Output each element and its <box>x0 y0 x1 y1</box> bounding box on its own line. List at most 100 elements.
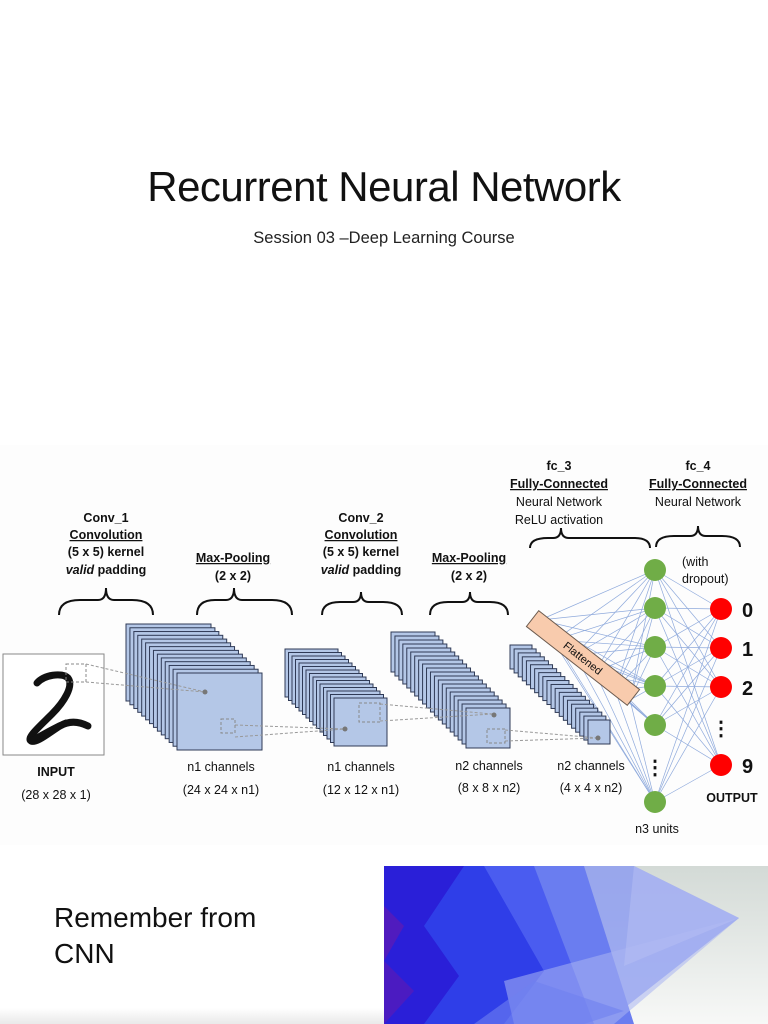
edge-hidden-output <box>654 608 722 726</box>
edge-hidden-output <box>654 608 722 803</box>
dashed-windows <box>220 702 506 744</box>
polygon-graphic <box>384 866 768 1024</box>
stage-pool2-type: Max-Pooling <box>432 551 506 565</box>
edge-flatten-hidden <box>539 619 656 648</box>
hidden-node <box>644 675 666 697</box>
edge-flatten-hidden <box>614 689 656 803</box>
output-node <box>710 637 732 659</box>
edge-flatten-hidden <box>574 607 656 656</box>
stack-pool2 <box>509 644 611 745</box>
layer1-dims: (24 x 24 x n1) <box>183 783 259 797</box>
layer4-label: n2 channels <box>557 759 624 773</box>
edge-hidden-output <box>654 647 722 803</box>
edge-hidden-output <box>654 569 722 610</box>
edge-flatten-hidden <box>574 569 656 656</box>
stack-pool1 <box>284 648 388 747</box>
edge-flatten-hidden <box>629 699 656 803</box>
projection-dots <box>202 689 601 741</box>
ellipses: ⋮ ⋮ <box>645 718 731 779</box>
dropout-note: (with dropout) <box>682 555 729 586</box>
output-node <box>710 754 732 776</box>
input-dims: (28 x 28 x 1) <box>21 788 90 802</box>
layer-labels: INPUT (28 x 28 x 1) n1 channels (24 x 24… <box>21 759 758 836</box>
output-digit-9: 9 <box>742 756 753 778</box>
stage-conv2-type: Convolution <box>325 528 398 542</box>
edge-flatten-hidden <box>594 671 656 803</box>
edge-flatten-hidden <box>554 607 656 641</box>
edge-flatten-hidden <box>614 569 656 691</box>
padding-italic: valid <box>321 563 350 577</box>
edge-flatten-hidden <box>574 654 656 803</box>
brace-fc3 <box>529 527 651 549</box>
stage-conv2-kernel: (5 x 5) kernel <box>323 545 399 559</box>
layer2-label: n1 channels <box>327 760 394 774</box>
brace-conv2 <box>321 591 403 616</box>
feature-map-stacks <box>125 623 611 751</box>
edge-hidden-output <box>654 607 722 610</box>
hidden-node <box>644 714 666 736</box>
stage-labels: Conv_1 Convolution (5 x 5) kernel valid … <box>66 459 747 583</box>
hidden-node <box>644 597 666 619</box>
stage-conv1-type: Convolution <box>70 528 143 542</box>
feature-map-plate <box>465 707 511 749</box>
output-digits: 0 1 2 9 <box>742 600 753 778</box>
layer3-label: n2 channels <box>455 759 522 773</box>
stage-fc3-desc: Neural Network <box>516 495 603 509</box>
hidden-units-label: n3 units <box>635 822 679 836</box>
hidden-node <box>644 791 666 813</box>
output-label: OUTPUT <box>706 791 758 805</box>
slide-subtitle: Session 03 –Deep Learning Course <box>253 229 515 247</box>
stage-fc4-type: Fully-Connected <box>649 477 747 491</box>
stage-conv2-padding: valid padding <box>321 563 402 577</box>
input-image-frame <box>2 653 105 756</box>
edge-flatten-hidden <box>554 569 656 641</box>
bottom-caption-line2: CNN <box>54 938 115 969</box>
feature-map-plate <box>176 672 263 751</box>
stage-pool2-size: (2 x 2) <box>451 569 487 583</box>
output-node <box>710 676 732 698</box>
stage-fc3-activation: ReLU activation <box>515 513 603 527</box>
padding-italic: valid <box>66 563 95 577</box>
brace-pool1 <box>196 587 293 616</box>
edge-flatten-hidden <box>629 569 656 701</box>
edge-flatten-hidden <box>539 607 656 621</box>
edge-flatten-hidden <box>539 569 656 621</box>
stage-conv2-name: Conv_2 <box>338 511 383 525</box>
decorative-polygon-art <box>384 866 768 1024</box>
brace-pool2 <box>429 591 509 616</box>
bottom-caption: Remember from CNN <box>54 900 256 972</box>
edge-hidden-output <box>654 569 722 649</box>
edge-flatten-hidden <box>594 607 656 673</box>
edge-hidden-output <box>654 686 722 803</box>
edge-hidden-output <box>654 569 722 688</box>
bottom-caption-line1: Remember from <box>54 902 257 933</box>
edge-hidden-output <box>654 608 722 648</box>
layer3-dims: (8 x 8 x n2) <box>458 781 521 795</box>
stage-fc4-name: fc_4 <box>685 459 710 473</box>
diagram-svg: Flattened Conv_1 Convolution (5 x 5) ker… <box>2 459 758 836</box>
hidden-ellipsis: ⋮ <box>645 757 665 779</box>
output-ellipsis: ⋮ <box>711 718 731 740</box>
stage-fc3-type: Fully-Connected <box>510 477 608 491</box>
slide-title: Recurrent Neural Network <box>147 163 621 210</box>
stage-conv1-padding: valid padding <box>66 563 147 577</box>
edge-hidden-output <box>654 764 722 803</box>
input-receptive-field <box>65 663 87 683</box>
hidden-node <box>644 636 666 658</box>
output-digit-2: 2 <box>742 678 753 700</box>
handwritten-digit-2 <box>26 671 92 745</box>
input-label: INPUT <box>37 765 75 779</box>
dropout-note-line2: dropout) <box>682 572 729 586</box>
output-digit-1: 1 <box>742 639 753 661</box>
dropout-note-line1: (with <box>682 555 708 569</box>
padding-rest: padding <box>349 563 401 577</box>
projection-lines <box>85 663 599 742</box>
cnn-architecture-diagram: Flattened Conv_1 Convolution (5 x 5) ker… <box>0 445 768 845</box>
layer2-dims: (12 x 12 x n1) <box>323 783 399 797</box>
stage-conv1-kernel: (5 x 5) kernel <box>68 545 144 559</box>
edge-hidden-output <box>654 647 722 726</box>
braces <box>58 525 741 616</box>
layer1-label: n1 channels <box>187 760 254 774</box>
bottom-shadow-band <box>0 1008 384 1024</box>
padding-rest: padding <box>94 563 146 577</box>
